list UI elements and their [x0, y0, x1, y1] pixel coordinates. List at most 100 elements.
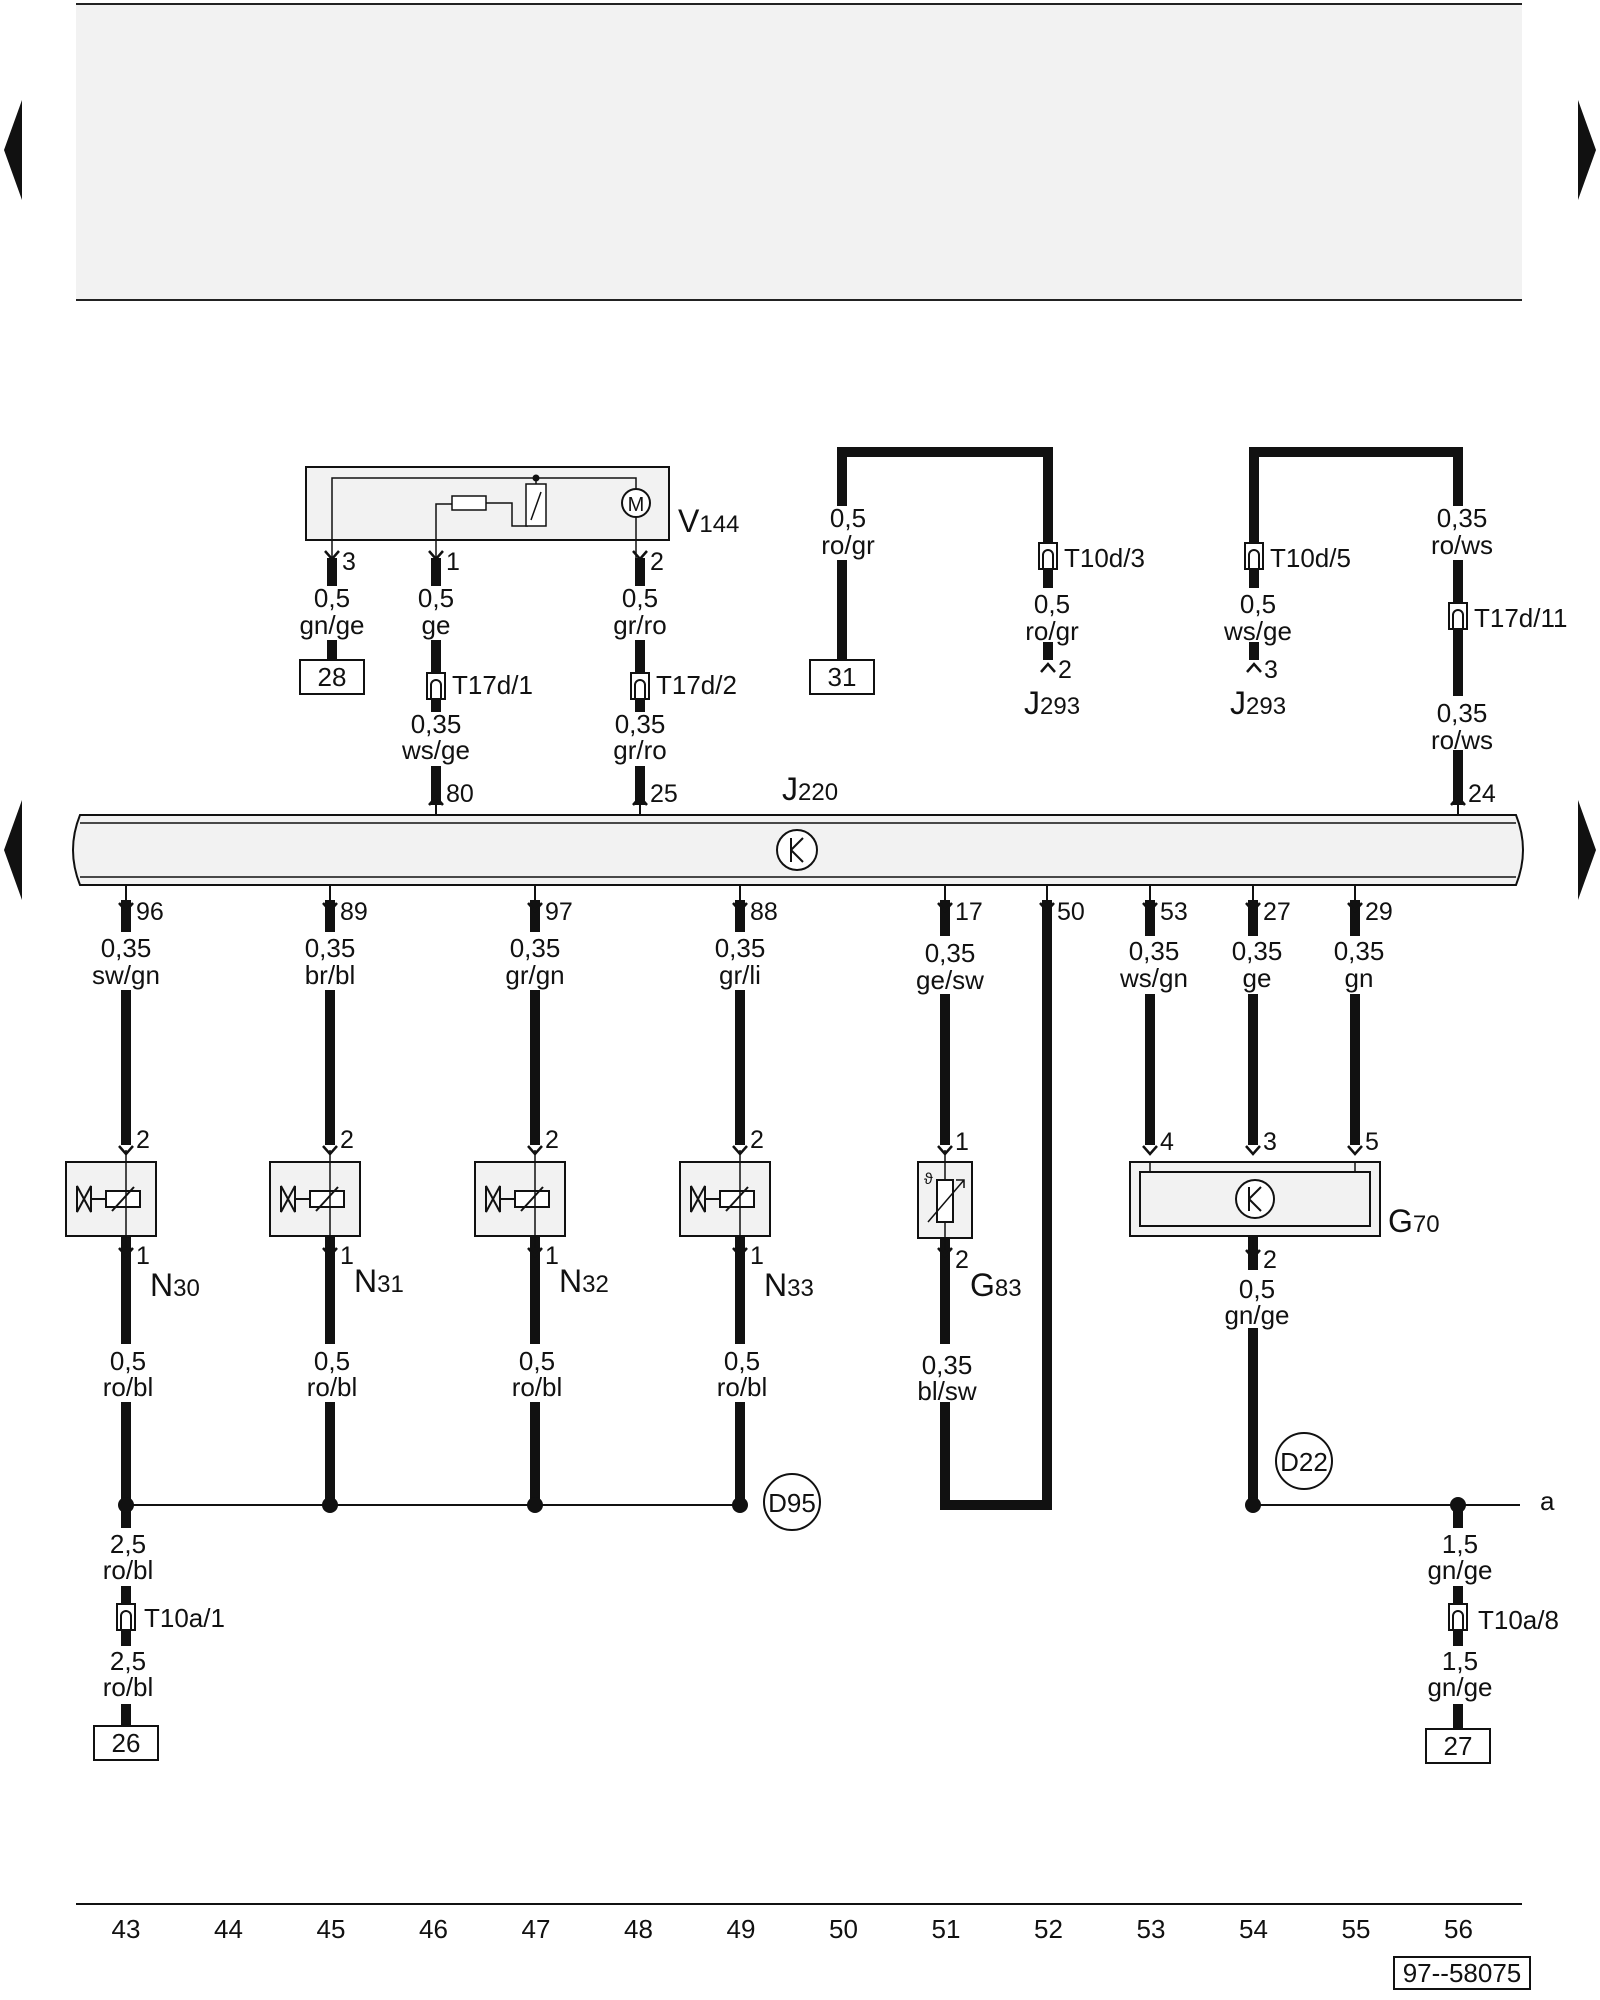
wire-color: ge	[422, 610, 451, 640]
wire-size: 0,5	[314, 1346, 350, 1376]
wire-color: gn/ge	[1224, 1300, 1289, 1330]
svg-text:27: 27	[1444, 1731, 1473, 1761]
g83-pin-2: 2	[955, 1246, 969, 1274]
svg-text:97--58075: 97--58075	[1403, 1958, 1522, 1988]
wire-size: 0,35	[1232, 936, 1283, 966]
component-n33	[679, 1150, 771, 1248]
wire-color: ro/bl	[717, 1372, 768, 1402]
j293-pin-2: 2	[1058, 656, 1072, 684]
connector-t10a-1: T10a/1	[144, 1603, 225, 1633]
wire-color: gn/ge	[1427, 1555, 1492, 1585]
current-track-47: 47	[522, 1914, 551, 1944]
svg-text:31: 31	[828, 662, 857, 692]
resistor-symbol	[451, 495, 487, 511]
wire-size: 2,5	[110, 1646, 146, 1676]
temperature-icon: ϑ	[924, 1171, 933, 1188]
v144-pin-3: 3	[342, 548, 356, 576]
j220-pin-25: 25	[650, 780, 678, 808]
wire-size: 2,5	[110, 1529, 146, 1559]
wire-color: br/bl	[305, 960, 356, 990]
wire-size: 0,5	[830, 503, 866, 533]
wire-color: gr/ro	[613, 610, 666, 640]
ref-box-31: 31	[809, 659, 875, 695]
component-n30	[65, 1150, 157, 1248]
current-track-46: 46	[419, 1914, 448, 1944]
page-forward-arrow-middle[interactable]	[1578, 800, 1596, 900]
valve-icon	[485, 1185, 515, 1213]
j220-pin-88: 88	[750, 898, 778, 926]
connector-plug-icon	[1448, 602, 1468, 630]
wire-size: 1,5	[1442, 1646, 1478, 1676]
current-track-49: 49	[727, 1914, 756, 1944]
wire-size: 0,5	[1034, 589, 1070, 619]
connector-t17d-1: T17d/1	[452, 670, 533, 700]
wire-color: ro/ws	[1431, 530, 1493, 560]
v144-pin-1: 1	[446, 548, 460, 576]
j220-pin-24: 24	[1468, 780, 1496, 808]
j220-pin-50: 50	[1057, 898, 1085, 926]
wire-size: 0,5	[1239, 1274, 1275, 1304]
g83-label: G83	[970, 1267, 1022, 1303]
n30-pin-1: 1	[136, 1242, 150, 1270]
component-g70	[1129, 1161, 1381, 1250]
connector-plug-icon	[426, 672, 446, 700]
ground-junction-dots	[118, 1497, 1466, 1513]
wire-size: 0,35	[925, 938, 976, 968]
j220-pin-89: 89	[340, 898, 368, 926]
n33-label: N33	[764, 1267, 814, 1303]
j220-pin-17: 17	[955, 898, 983, 926]
wire-color: bl/sw	[917, 1376, 976, 1406]
wire-color: gr/ro	[613, 735, 666, 765]
component-v144: M V144 3 1 2	[305, 466, 739, 576]
wire-color: ws/gn	[1119, 963, 1188, 993]
current-track-53: 53	[1137, 1914, 1166, 1944]
wire-color: ro/bl	[103, 1672, 154, 1702]
wire-size: 0,5	[110, 1346, 146, 1376]
component-j220: J220 80 25 24	[72, 771, 1524, 886]
wire-color: ge	[1243, 963, 1272, 993]
wire-size: 0,35	[510, 933, 561, 963]
wire-color: ro/bl	[103, 1555, 154, 1585]
wire-color: gr/li	[719, 960, 761, 990]
wire-size: 0,35	[411, 709, 462, 739]
j293-pin-3: 3	[1264, 656, 1278, 684]
n33-pin-2: 2	[750, 1126, 764, 1154]
figure-number-box: 97--58075	[1393, 1956, 1531, 1990]
page-forward-arrow-top[interactable]	[1578, 100, 1596, 200]
connector-plug-icon	[1448, 1603, 1468, 1631]
connector-t10d-5: T10d/5	[1270, 543, 1351, 573]
wire-color: gr/gn	[505, 960, 564, 990]
component-n32	[474, 1150, 566, 1248]
current-track-48: 48	[624, 1914, 653, 1944]
current-track-55: 55	[1342, 1914, 1371, 1944]
wire-color: ro/gr	[1025, 616, 1079, 646]
svg-text:28: 28	[318, 662, 347, 692]
connector-t17d-11: T17d/11	[1474, 603, 1567, 633]
wire-color: gn/ge	[299, 610, 364, 640]
connector-t10a-8: T10a/8	[1478, 1605, 1559, 1635]
connector-t17d-2: T17d/2	[656, 670, 737, 700]
wire-color: ws/ge	[1223, 616, 1292, 646]
wire-color: ro/gr	[821, 530, 875, 560]
continuation-label: a	[1540, 1486, 1555, 1516]
connector-t10d-3: T10d/3	[1064, 543, 1145, 573]
wire-size: 1,5	[1442, 1529, 1478, 1559]
j220-pin-27: 27	[1263, 898, 1291, 926]
j220-label: J220	[782, 771, 838, 807]
wire-size: 0,35	[101, 933, 152, 963]
wire-color: ro/bl	[512, 1372, 563, 1402]
page-back-arrow-middle[interactable]	[4, 800, 22, 900]
g70-pin-2: 2	[1263, 1246, 1277, 1274]
n31-pin-2: 2	[340, 1126, 354, 1154]
page-back-arrow-top[interactable]	[4, 100, 22, 200]
wire-size: 0,35	[1129, 936, 1180, 966]
svg-text:26: 26	[112, 1728, 141, 1758]
wire-color: gn/ge	[1427, 1672, 1492, 1702]
wire-size: 0,35	[1334, 936, 1385, 966]
svg-text:D22: D22	[1280, 1447, 1328, 1477]
j293-label-b: J293	[1230, 685, 1286, 721]
ref-box-28: 28	[299, 659, 365, 695]
wire-color: ro/bl	[307, 1372, 358, 1402]
connector-plug-icon	[1244, 542, 1264, 570]
j220-pin-53: 53	[1160, 898, 1188, 926]
